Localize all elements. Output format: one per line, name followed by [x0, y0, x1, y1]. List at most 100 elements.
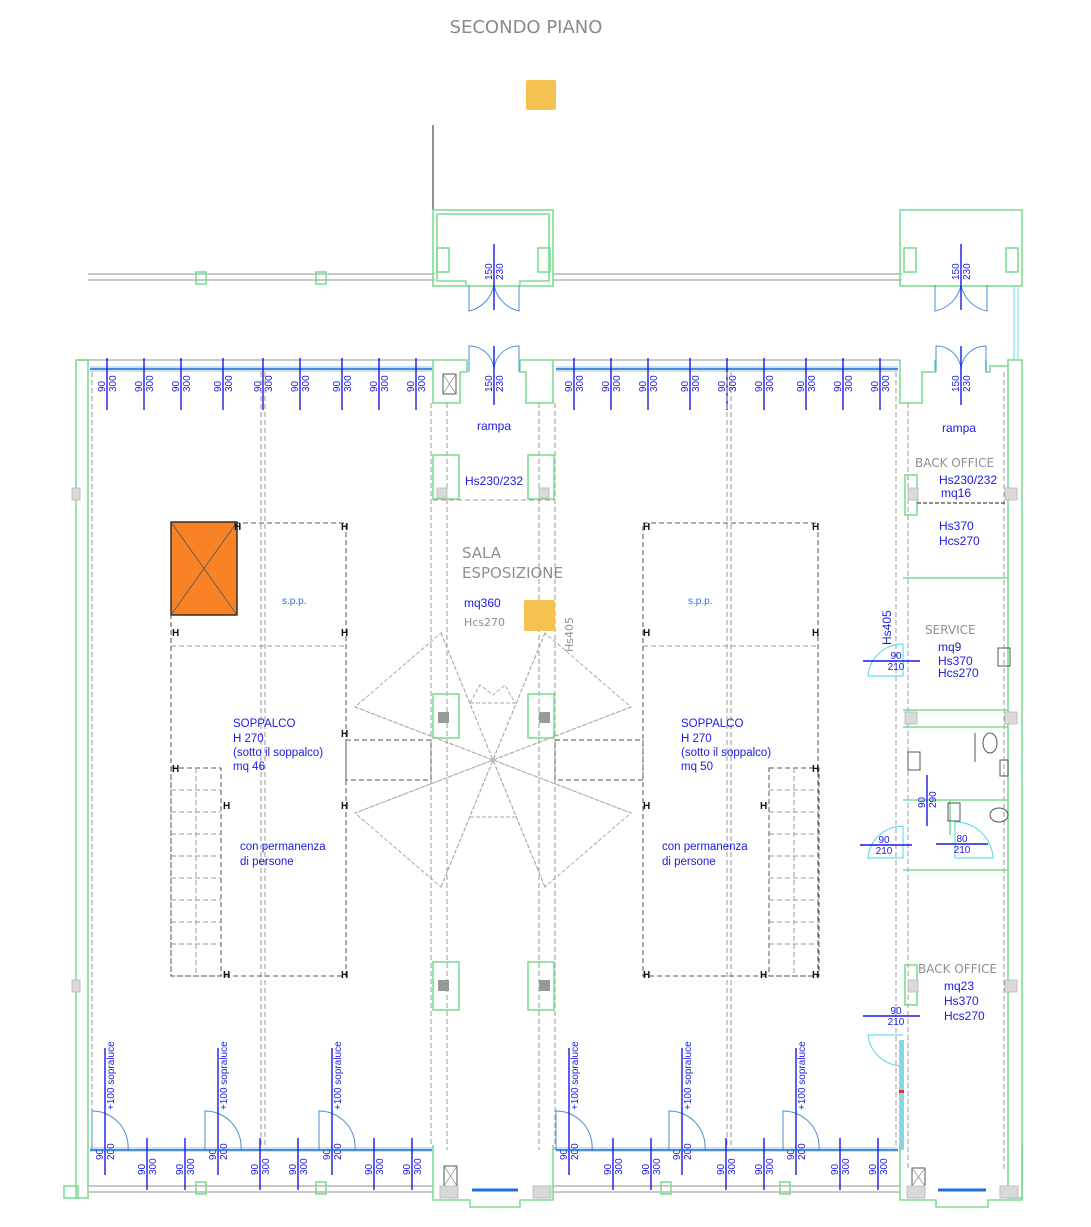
- dimension-height: 300: [224, 375, 235, 392]
- dimension-width: 90: [833, 380, 844, 392]
- dimension-height: 200: [333, 1143, 344, 1160]
- dimension-height: 300: [148, 1158, 159, 1175]
- svg-text:80: 80: [956, 834, 968, 845]
- dimension-width: 90: [250, 1163, 261, 1175]
- column-marker: H: [643, 801, 650, 812]
- dimension-width: 90: [603, 1163, 614, 1175]
- svg-text:mq 50: mq 50: [681, 761, 713, 773]
- svg-text:H 270: H 270: [681, 733, 712, 745]
- dimension-height: 300: [844, 375, 855, 392]
- marker-yellow-top: [526, 80, 556, 110]
- svg-text:di persone: di persone: [240, 856, 294, 868]
- column-marker: H: [643, 970, 650, 981]
- svg-text:230: 230: [495, 263, 506, 280]
- dimension-width: 90: [369, 380, 380, 392]
- dimension-width: 90: [754, 1163, 765, 1175]
- spp-right: s.p.p.: [688, 596, 712, 607]
- svg-text:Hs405: Hs405: [880, 610, 894, 645]
- skylight-star: [354, 632, 632, 888]
- svg-text:SOPPALCO: SOPPALCO: [681, 718, 743, 730]
- dimension-height: 300: [879, 1158, 890, 1175]
- dimension-height: 300: [652, 1158, 663, 1175]
- column-marker: H: [643, 522, 650, 533]
- svg-text:H 270: H 270: [233, 733, 264, 745]
- dimension-height: 300: [575, 375, 586, 392]
- dimension-width: 90: [402, 1163, 413, 1175]
- french-door-swing: [318, 1110, 356, 1151]
- mezzanine-left: [170, 522, 432, 977]
- dimension-height: 200: [683, 1143, 694, 1160]
- svg-text:90: 90: [890, 651, 902, 662]
- dimension-height: 300: [728, 375, 739, 392]
- marker-yellow-sala: [524, 600, 555, 631]
- svg-text:230: 230: [495, 375, 506, 392]
- svg-text:Hcs270: Hcs270: [944, 1009, 985, 1023]
- dimension-width: 90: [253, 380, 264, 392]
- svg-text:210: 210: [954, 845, 971, 856]
- column-marker: H: [172, 628, 179, 639]
- svg-text:150: 150: [484, 263, 495, 280]
- dimension-width: 90: [716, 1163, 727, 1175]
- mezzanine-right: [554, 522, 820, 977]
- dimension-height: 300: [299, 1158, 310, 1175]
- dimension-width: 90: [868, 1163, 879, 1175]
- dimension-height: 300: [614, 1158, 625, 1175]
- spp-left: s.p.p.: [282, 596, 306, 607]
- dimension-width: 90: [288, 1163, 299, 1175]
- vestibule-left: [432, 209, 554, 312]
- floor-title: SECONDO PIANO: [450, 17, 603, 38]
- dimension-width: 90: [786, 1148, 797, 1160]
- column-marker: H: [760, 970, 767, 981]
- column-marker: H: [643, 628, 650, 639]
- dimension-width: 90: [559, 1148, 570, 1160]
- svg-text:290: 290: [928, 791, 939, 808]
- column-marker: H: [812, 628, 819, 639]
- svg-text:Hs370: Hs370: [939, 519, 974, 533]
- column-stub: [779, 1181, 791, 1195]
- column-marker: H: [172, 764, 179, 775]
- service-block: [903, 474, 1018, 1006]
- svg-text:230: 230: [962, 375, 973, 392]
- back-office-bottom-label: BACK OFFICE mq23 Hs370 Hcs270: [918, 962, 997, 1023]
- dimension-width: 90: [175, 1163, 186, 1175]
- dimension-width: 90: [672, 1148, 683, 1160]
- soppalco-right-label: SOPPALCO H 270 (sotto il soppalco) mq 50…: [662, 718, 771, 868]
- svg-text:Hcs270: Hcs270: [939, 534, 980, 548]
- vestibule-bottom-right: [899, 1145, 1023, 1208]
- column-marker: H: [234, 522, 241, 533]
- dimension-height: 200: [797, 1143, 808, 1160]
- dimension-height: 200: [219, 1143, 230, 1160]
- dimension-width: 90: [208, 1148, 219, 1160]
- hs-left-label: Hs230/232: [465, 474, 523, 488]
- sopraluce-note: +100 sopraluce: [570, 1041, 581, 1110]
- dimension-height: 300: [417, 375, 428, 392]
- sala-name-1: SALA: [462, 544, 502, 562]
- svg-text:90: 90: [917, 796, 928, 808]
- structural-grid: [91, 372, 1005, 1170]
- column-stub: [660, 1181, 672, 1195]
- dimension-width: 90: [364, 1163, 375, 1175]
- column-marker: H: [341, 628, 348, 639]
- dimension-width: 90: [830, 1163, 841, 1175]
- inner-vestibule-top: 150 230 150 230: [432, 345, 1008, 405]
- dimension-height: 300: [186, 1158, 197, 1175]
- column-marker: H: [341, 970, 348, 981]
- french-door-swing: [91, 1110, 129, 1151]
- svg-text:SERVICE: SERVICE: [925, 623, 976, 637]
- dimension-width: 90: [322, 1148, 333, 1160]
- dimension-height: 300: [108, 375, 119, 392]
- svg-text:90: 90: [890, 1006, 902, 1017]
- svg-text:150: 150: [484, 375, 495, 392]
- sopraluce-note: +100 sopraluce: [797, 1041, 808, 1110]
- sala-hs: Hs405: [563, 617, 576, 652]
- sopraluce-note: +100 sopraluce: [333, 1041, 344, 1110]
- dimension-height: 300: [765, 375, 776, 392]
- dimension-width: 90: [171, 380, 182, 392]
- dimension-height: 300: [727, 1158, 738, 1175]
- dimension-height: 300: [301, 375, 312, 392]
- svg-text:BACK OFFICE: BACK OFFICE: [918, 962, 997, 976]
- dimension-height: 300: [182, 375, 193, 392]
